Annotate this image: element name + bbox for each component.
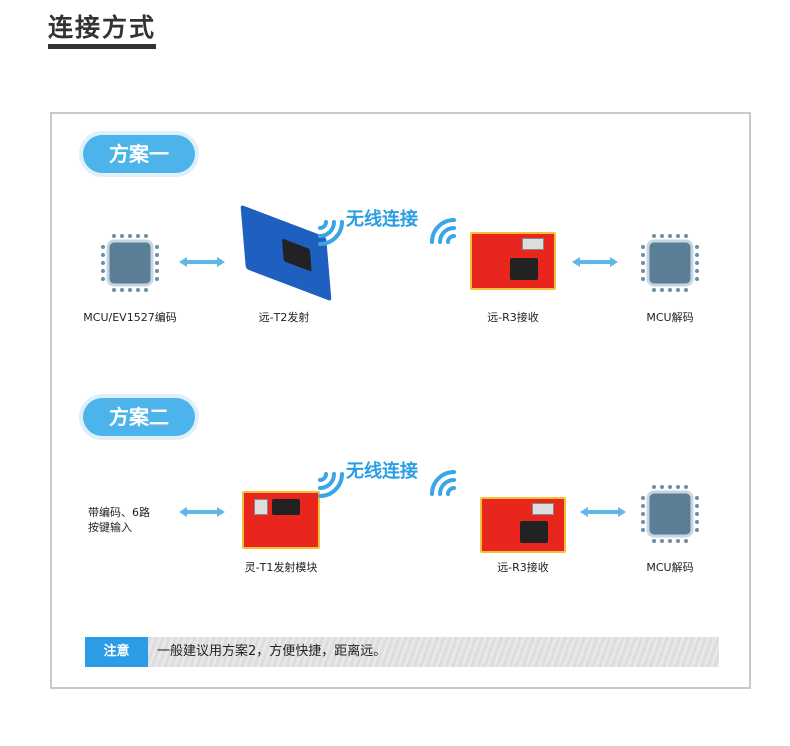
wireless-label: 无线连接 [346,461,418,482]
bidirectional-arrow-icon [572,257,618,267]
notice-text: 一般建议用方案2，方便快捷，距离远。 [157,644,387,659]
bidirectional-arrow-icon [580,507,626,517]
key-input-line1: 带编码、6路 [88,506,150,519]
scheme2-pill: 方案二 [83,398,195,436]
item-label: 远-T2发射 [258,311,310,324]
connection-panel [50,112,751,689]
mcu-chip-icon [100,233,160,293]
page-title: 连接方式 [48,13,157,42]
wifi-signal-icon [318,472,344,498]
wifi-signal-icon [318,220,344,246]
bidirectional-arrow-icon [179,257,225,267]
mcu-chip-icon [640,484,700,544]
item-label: MCU/EV1527编码 [83,311,177,324]
scheme1-pill: 方案一 [83,135,195,173]
wifi-signal-icon [430,470,456,496]
key-input-line2: 按键输入 [88,521,132,534]
wireless-label: 无线连接 [346,209,418,230]
wifi-signal-icon [430,218,456,244]
notice-tag: 注意 [85,637,148,667]
r3-receiver-module [470,232,556,290]
notice-bar: 注意 一般建议用方案2，方便快捷，距离远。 [85,637,719,667]
item-label: MCU解码 [646,311,694,324]
t1-transmitter-module [242,491,320,549]
item-label: 远-R3接收 [487,311,539,324]
bidirectional-arrow-icon [179,507,225,517]
mcu-chip-icon [640,233,700,293]
key-input-label: 带编码、6路 按键输入 [88,505,150,535]
item-label: MCU解码 [646,561,694,574]
item-label: 远-R3接收 [497,561,549,574]
title-underline [48,44,156,49]
item-label: 灵-T1发射模块 [244,561,318,574]
r3-receiver-module [480,497,566,553]
